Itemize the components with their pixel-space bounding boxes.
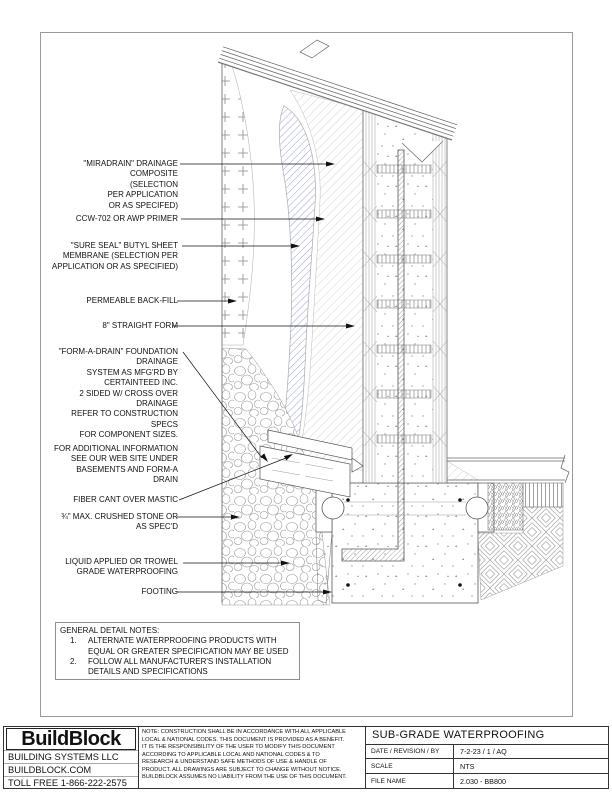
notes-title: GENERAL DETAIL NOTES: [60,626,160,635]
footing-concrete [315,482,495,604]
form-a-drain-assembly [259,429,364,498]
fiber-cant [351,457,364,473]
titleblock-row-scale: SCALE NTS [366,759,608,775]
callout-backfill: PERMEABLE BACK-FILL [86,296,178,305]
form-boards-left [365,111,376,483]
rebar-dot [346,498,350,502]
wall-top-notch [401,140,444,163]
titleblock-row-filename: FILE NAME 2.030 - BB800 [366,774,608,789]
membrane-flap [299,39,330,59]
callout-footing: FOOTING [141,587,178,596]
rebar-dot [346,583,350,587]
drain-pipe-left [321,496,345,520]
sheet-title: SUB-GRADE WATERPROOFING [366,727,608,745]
break-line-symbol [560,454,570,484]
sand-layer-square [522,482,564,508]
general-detail-notes: GENERAL DETAIL NOTES: 1. ALTERNATE WATER… [55,622,300,680]
backfill-region [221,62,255,346]
brand-company: BUILDING SYSTEMS LLC [4,750,138,763]
titleblock-row-date: DATE / REVISION / BY 7-2-23 / 1 / AQ [366,744,608,760]
drain-pipe-right [465,496,489,520]
butyl-membrane-hatch [289,89,364,471]
title-block-footer: BuildBlock BUILDING SYSTEMS LLC BUILDBLO… [3,726,609,789]
rebar-dot [458,583,462,587]
sheet-border-frame [40,32,573,717]
callout-leaders [172,161,355,595]
buildblock-logo: BuildBlock [6,728,136,750]
brand-phone: TOLL FREE 1-866-222-2575 [4,776,138,789]
note-item-2: 2. FOLLOW ALL MANUFACTURER'S INSTALLATIO… [70,656,272,677]
disclaimer-panel: NOTE: CONSTRUCTION SHALL BE IN ACCORDANC… [139,726,366,789]
undisturbed-soil-region [477,506,564,601]
membrane-over-wall-top [217,39,458,141]
brand-website: BUILDBLOCK.COM [4,763,138,776]
grade-slab-right [446,454,570,601]
callout-fiber-cant: FIBER CANT OVER MASTIC [73,495,178,504]
gravel-base-square [487,482,524,531]
brand-panel: BuildBlock BUILDING SYSTEMS LLC BUILDBLO… [3,726,139,789]
callout-straight-form: 8" STRAIGHT FORM [102,321,178,330]
titleblock-panel: SUB-GRADE WATERPROOFING DATE / REVISION … [366,726,609,789]
rebar-dot [458,498,462,502]
note-item-1: 1. ALTERNATE WATERPROOFING PRODUCTS WITH… [70,636,289,656]
liquid-waterproofing-strip [341,149,405,562]
formed-wall [362,109,448,484]
callout-primer: CCW-702 OR AWP PRIMER [75,214,178,223]
